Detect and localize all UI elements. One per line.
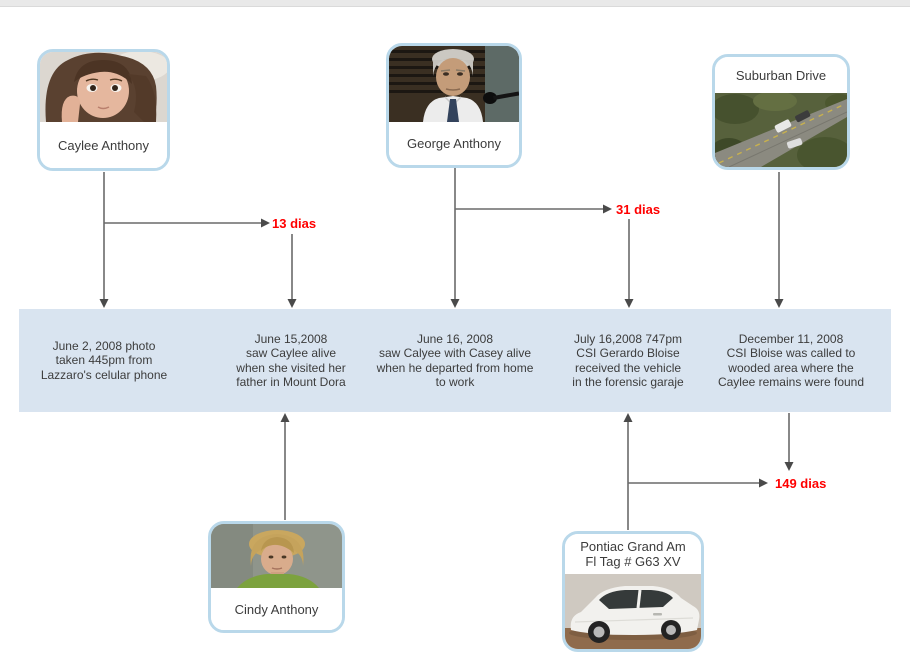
- node-suburban-drive[interactable]: Suburban Drive: [712, 54, 850, 170]
- node-george-anthony[interactable]: George Anthony: [386, 43, 522, 168]
- arrow-pontiac-to-149-dias: [628, 478, 768, 488]
- arrow-suburban-to-timeline: [774, 172, 784, 308]
- timeline-band: [19, 309, 891, 412]
- timeline-event-july-16: July 16,2008 747pm CSI Gerardo Bloise re…: [572, 331, 684, 390]
- arrow-george-to-timeline: [450, 168, 460, 308]
- arrow-13-dias-to-timeline: [287, 234, 297, 308]
- arrow-timeline-to-149-dias: [784, 413, 794, 471]
- node-cindy-anthony[interactable]: Cindy Anthony: [208, 521, 345, 633]
- timeline-event-june-2: June 2, 2008 photo taken 445pm from Lazz…: [40, 338, 168, 382]
- arrow-caylee-to-timeline: [99, 172, 109, 308]
- window-top-strip: [0, 0, 910, 7]
- arrow-caylee-to-13-dias: [104, 218, 270, 228]
- cindy-photo: [211, 524, 342, 588]
- node-label-pontiac: Pontiac Grand Am Fl Tag # G63 XV: [565, 534, 701, 574]
- node-label-suburban: Suburban Drive: [715, 57, 847, 93]
- duration-label-13-dias: 13 dias: [272, 216, 317, 231]
- timeline-event-december-11: December 11, 2008 CSI Bloise was called …: [717, 331, 865, 390]
- george-photo: [389, 46, 519, 122]
- node-label-caylee: Caylee Anthony: [40, 122, 167, 168]
- node-pontiac-grand-am[interactable]: Pontiac Grand Am Fl Tag # G63 XV: [562, 531, 704, 652]
- arrow-pontiac-to-timeline: [623, 413, 633, 530]
- timeline-event-june-16: June 16, 2008 saw Calyee with Casey aliv…: [376, 331, 534, 390]
- duration-label-149-dias: 149 dias: [775, 476, 827, 491]
- arrow-cindy-to-timeline: [280, 413, 290, 520]
- node-caylee-anthony[interactable]: Caylee Anthony: [37, 49, 170, 171]
- timeline-event-june-15: June 15,2008 saw Caylee alive when she v…: [236, 331, 346, 390]
- arrow-31-dias-to-timeline: [624, 219, 634, 308]
- pontiac-photo: [565, 574, 701, 649]
- duration-label-31-dias: 31 dias: [616, 202, 661, 217]
- suburban-drive-photo: [715, 93, 847, 167]
- arrow-george-to-31-dias: [455, 204, 612, 214]
- node-label-george: George Anthony: [389, 122, 519, 165]
- caylee-photo: [40, 52, 167, 122]
- node-label-cindy: Cindy Anthony: [211, 588, 342, 630]
